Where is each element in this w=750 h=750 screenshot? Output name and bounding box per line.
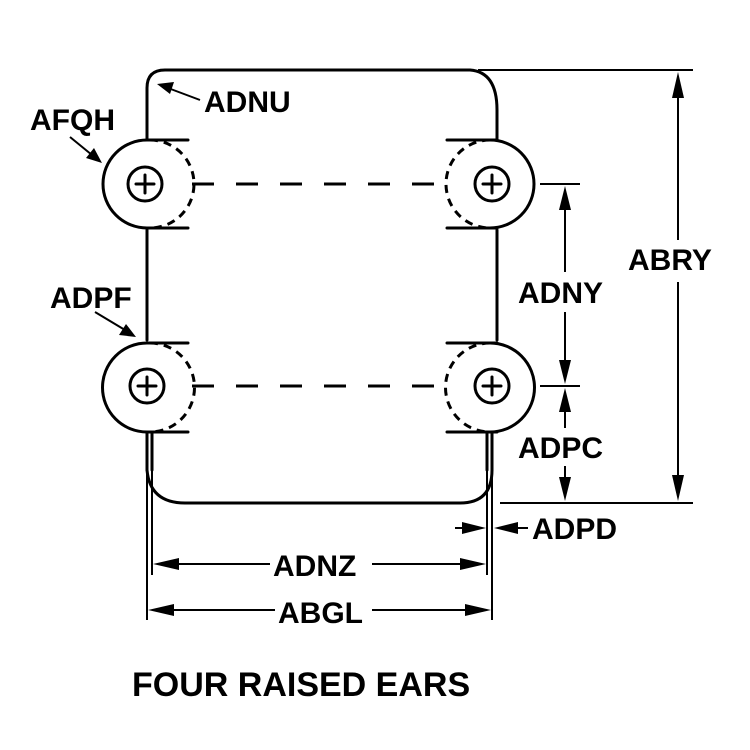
dimension-abry bbox=[478, 69, 693, 504]
leader-afqh bbox=[69, 136, 102, 163]
dimension-adnz bbox=[153, 558, 486, 570]
ear-top-right bbox=[444, 138, 536, 230]
leader-adnu bbox=[157, 82, 201, 101]
dimension-adny-adpc bbox=[540, 183, 580, 501]
plate-outline bbox=[145, 68, 499, 505]
dimension-adpd bbox=[455, 522, 528, 534]
label-afqh: AFQH bbox=[30, 104, 115, 137]
dimension-abgl bbox=[148, 604, 491, 616]
hole-center-lines bbox=[192, 182, 447, 388]
extension-lines-bottom bbox=[146, 470, 493, 620]
label-adny: ADNY bbox=[518, 277, 603, 310]
leader-adpf bbox=[94, 311, 136, 337]
label-abry: ABRY bbox=[628, 244, 712, 277]
label-adpc: ADPC bbox=[518, 432, 603, 465]
label-adnz: ADNZ bbox=[273, 550, 356, 583]
label-abgl: ABGL bbox=[278, 597, 363, 630]
label-adpd: ADPD bbox=[532, 513, 617, 546]
ear-bottom-left bbox=[101, 341, 196, 434]
ear-top-left bbox=[101, 138, 196, 230]
drawing-caption: FOUR RAISED EARS bbox=[132, 666, 470, 704]
label-adpf: ADPF bbox=[50, 282, 132, 315]
label-adnu: ADNU bbox=[204, 86, 291, 119]
ear-bottom-right bbox=[444, 341, 536, 434]
